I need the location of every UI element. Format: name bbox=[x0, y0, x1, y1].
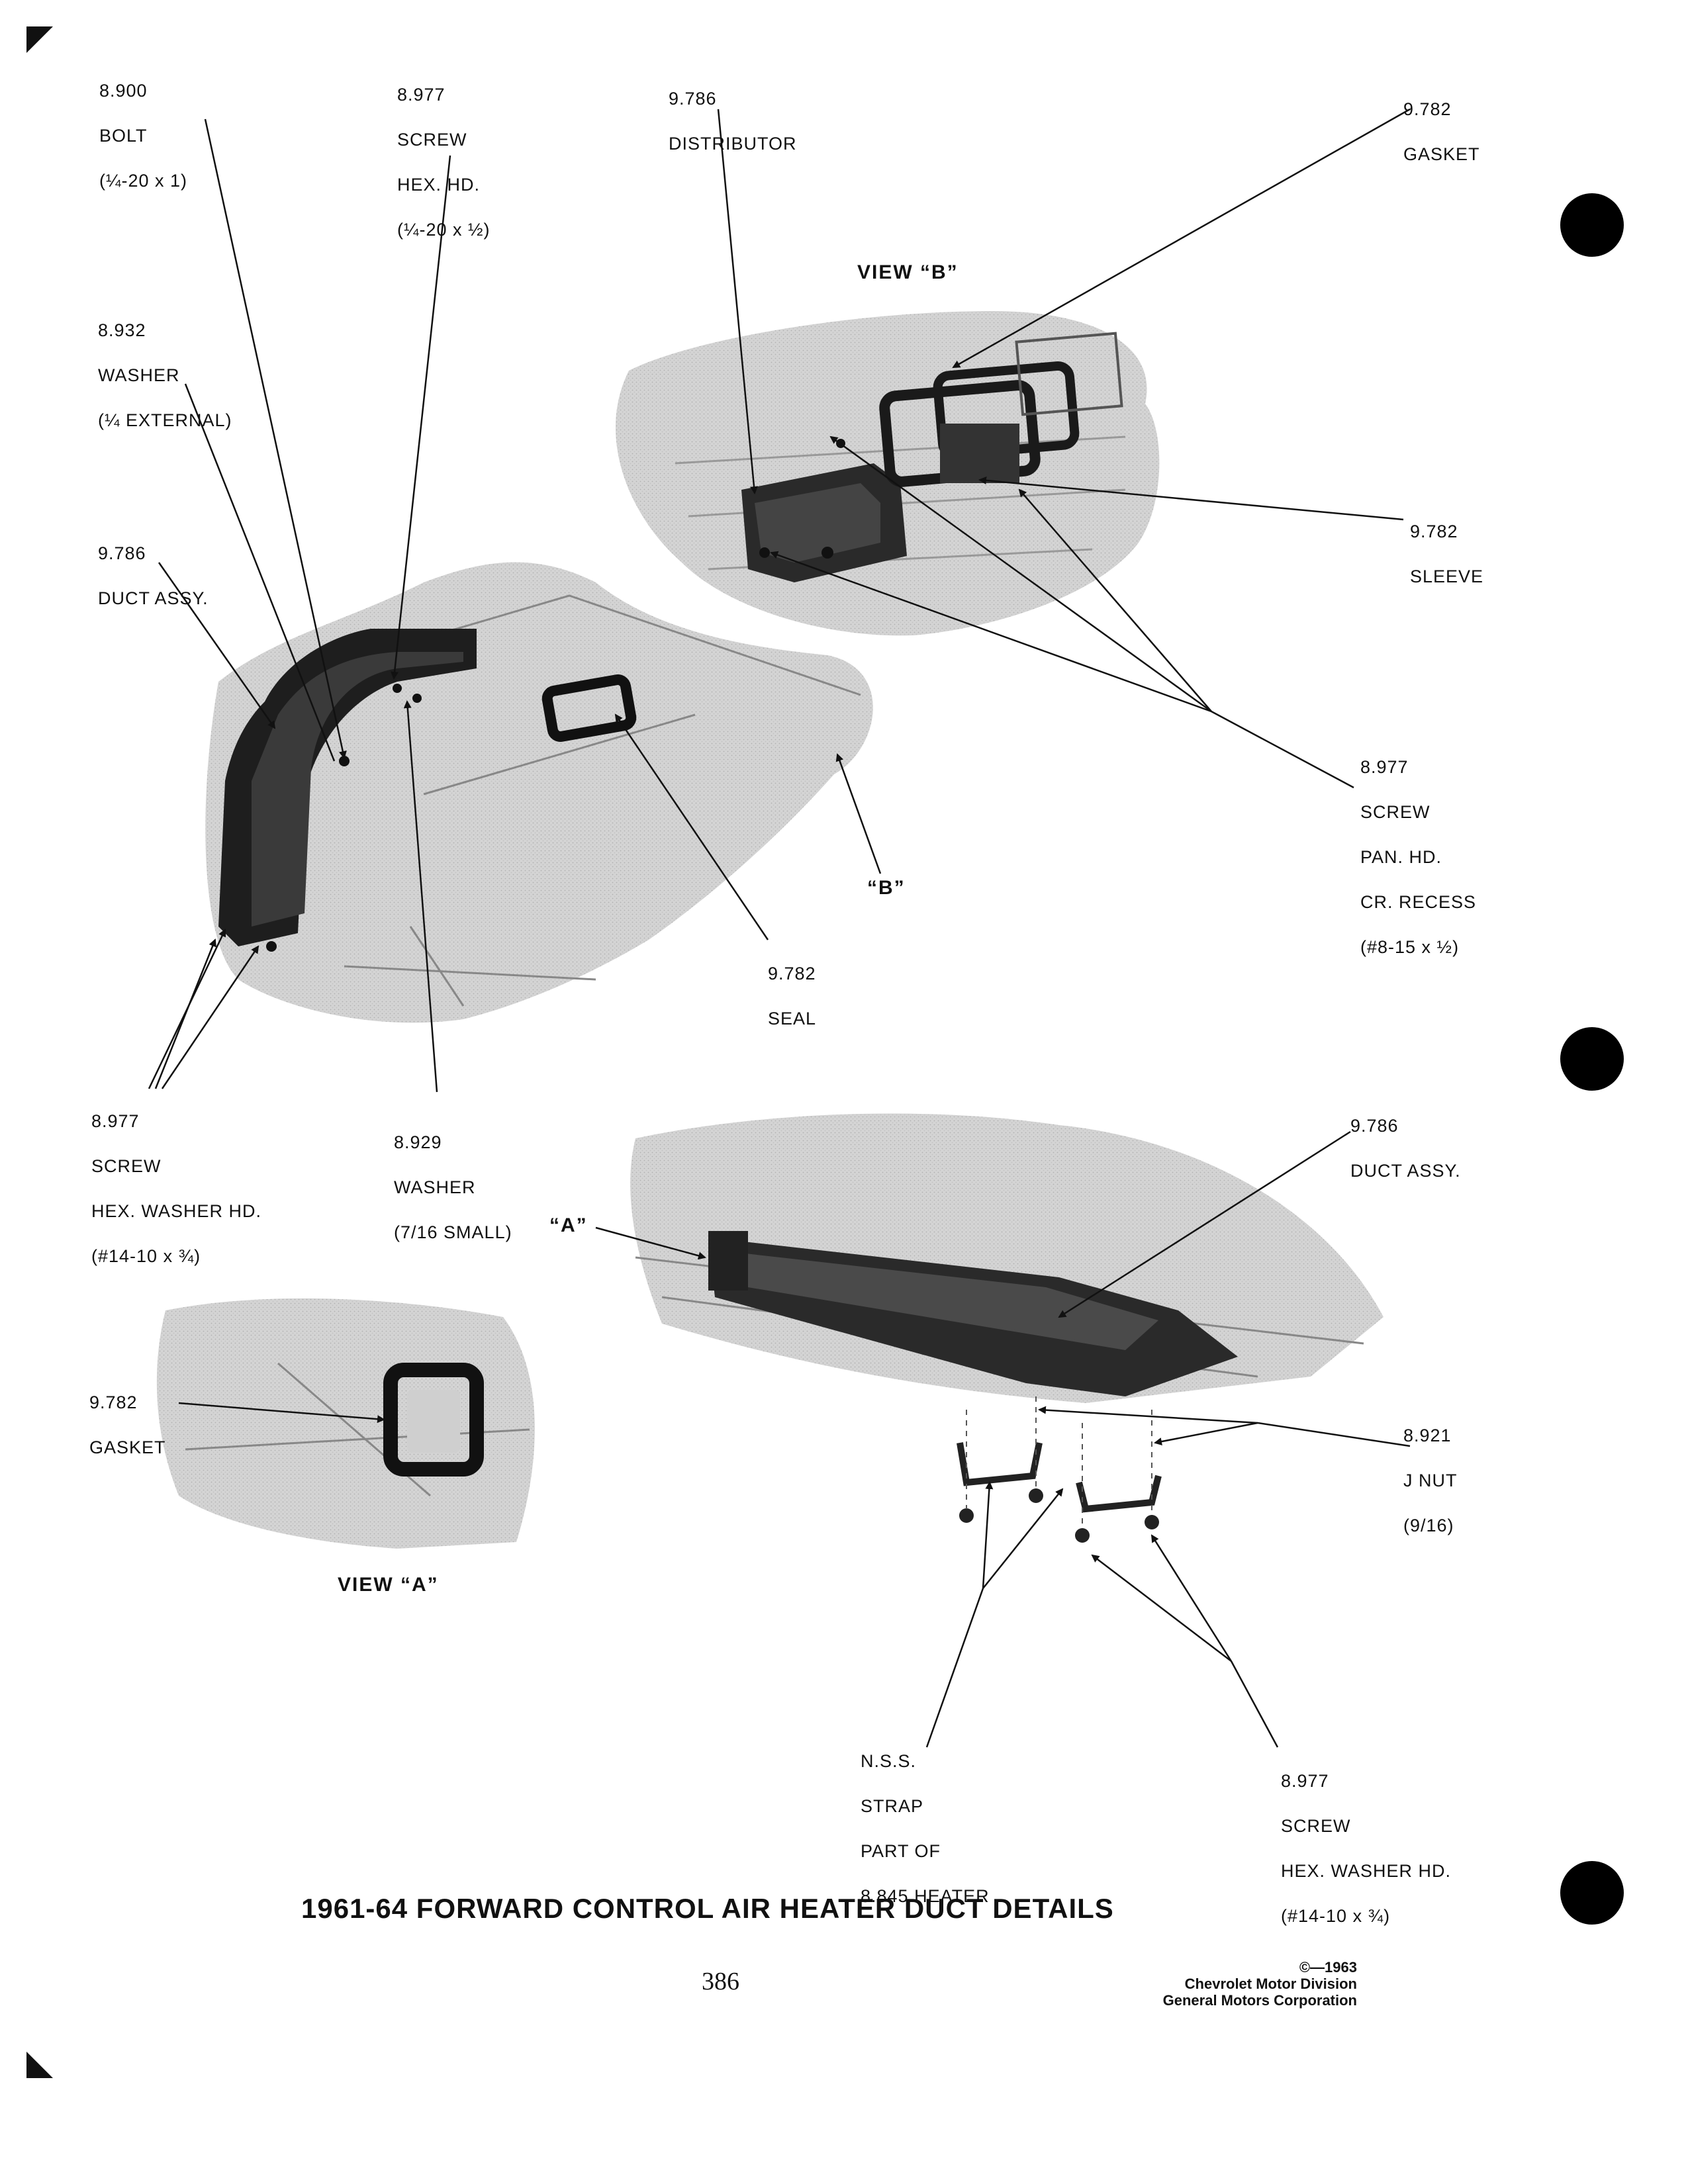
label-distributor-9786: 9.786 DISTRIBUTOR bbox=[669, 65, 797, 177]
duct-assembly-illustration bbox=[205, 562, 873, 1023]
label-seal-9782: 9.782 SEAL bbox=[768, 940, 816, 1052]
corner-mark-bottom bbox=[26, 2052, 53, 2078]
part-name: SEAL bbox=[768, 1009, 817, 1028]
part-code: 8.977 bbox=[1360, 757, 1409, 777]
part-name: J NUT bbox=[1403, 1471, 1458, 1490]
part-name: GASKET bbox=[1403, 144, 1480, 164]
part-spec: (7/16 SMALL) bbox=[394, 1222, 512, 1242]
part-detail: HEX. WASHER HD. bbox=[1281, 1861, 1452, 1881]
part-spec: (¼-20 x ½) bbox=[397, 220, 491, 240]
label-bolt-8900: 8.900 BOLT (¼-20 x 1) bbox=[99, 57, 187, 214]
part-code: N.S.S. bbox=[861, 1751, 917, 1771]
part-detail: 8.845 HEATER bbox=[861, 1886, 990, 1906]
label-screw-8977-hex-washer-left: 8.977 SCREW HEX. WASHER HD. (#14-10 x ¾) bbox=[91, 1087, 261, 1290]
part-name: WASHER bbox=[98, 365, 180, 385]
label-washer-8932: 8.932 WASHER (¼ EXTERNAL) bbox=[98, 296, 232, 454]
duct-underbody-illustration bbox=[630, 1113, 1383, 1543]
part-spec: (#14-10 x ¾) bbox=[91, 1246, 201, 1266]
label-screw-8977-hex-washer-right: 8.977 SCREW HEX. WASHER HD. (#14-10 x ¾) bbox=[1281, 1747, 1451, 1950]
view-b-caption: VIEW “B” bbox=[857, 261, 959, 283]
part-spec: (9/16) bbox=[1403, 1516, 1454, 1535]
part-code: 9.782 bbox=[1410, 522, 1458, 541]
label-duct-assy-9786-right: 9.786 DUCT ASSY. bbox=[1350, 1092, 1461, 1205]
part-code: 9.782 bbox=[1403, 99, 1452, 119]
part-spec: (#14-10 x ¾) bbox=[1281, 1906, 1391, 1926]
copyright-notice: ©—1963 Chevrolet Motor Division General … bbox=[1163, 1959, 1357, 2009]
part-name: DUCT ASSY. bbox=[1350, 1161, 1461, 1181]
label-duct-assy-9786-left: 9.786 DUCT ASSY. bbox=[98, 520, 209, 632]
copyright-corporation: General Motors Corporation bbox=[1162, 1992, 1357, 2009]
part-detail: PART OF bbox=[861, 1841, 941, 1861]
part-code: 8.977 bbox=[397, 85, 445, 105]
label-washer-8929: 8.929 WASHER (7/16 SMALL) bbox=[394, 1109, 512, 1266]
copyright-year: ©—1963 bbox=[1299, 1959, 1357, 1976]
page-title: 1961-64 FORWARD CONTROL AIR HEATER DUCT … bbox=[301, 1893, 1114, 1924]
part-name: GASKET bbox=[89, 1437, 166, 1457]
label-screw-8977-pan-hd: 8.977 SCREW PAN. HD. CR. RECESS (#8-15 x… bbox=[1360, 733, 1476, 981]
part-code: 9.786 bbox=[1350, 1116, 1399, 1136]
part-name: STRAP bbox=[861, 1796, 924, 1816]
part-code: 8.932 bbox=[98, 320, 146, 340]
view-a-caption: VIEW “A” bbox=[338, 1574, 439, 1596]
part-code: 9.786 bbox=[669, 89, 717, 109]
view-b-illustration bbox=[615, 311, 1160, 636]
part-spec: (#8-15 x ½) bbox=[1360, 937, 1460, 957]
page-number: 386 bbox=[702, 1968, 739, 1995]
part-detail: HEX. HD. bbox=[397, 175, 481, 195]
label-screw-8977-hex-hd: 8.977 SCREW HEX. HD. (¼-20 x ½) bbox=[397, 61, 491, 263]
part-name: DISTRIBUTOR bbox=[669, 134, 797, 154]
part-code: 8.900 bbox=[99, 81, 148, 101]
part-code: 9.786 bbox=[98, 543, 146, 563]
part-name: SCREW bbox=[91, 1156, 162, 1176]
part-name: DUCT ASSY. bbox=[98, 588, 209, 608]
label-j-nut-8921: 8.921 J NUT (9/16) bbox=[1403, 1402, 1458, 1559]
label-sleeve-9782: 9.782 SLEEVE bbox=[1410, 498, 1483, 610]
part-detail: PAN. HD. bbox=[1360, 847, 1442, 867]
label-gasket-9782-view-a: 9.782 GASKET bbox=[89, 1369, 166, 1481]
view-a-illustration bbox=[156, 1298, 535, 1549]
part-name: BOLT bbox=[99, 126, 148, 146]
part-spec: (¼-20 x 1) bbox=[99, 171, 188, 191]
part-detail: HEX. WASHER HD. bbox=[91, 1201, 262, 1221]
label-strap-nss: N.S.S. STRAP PART OF 8.845 HEATER bbox=[861, 1727, 990, 1930]
part-code: 8.929 bbox=[394, 1132, 442, 1152]
part-spec: (¼ EXTERNAL) bbox=[98, 410, 232, 430]
punch-hole-bottom bbox=[1560, 1861, 1624, 1925]
copyright-division: Chevrolet Motor Division bbox=[1184, 1976, 1357, 1992]
part-code: 9.782 bbox=[768, 964, 816, 983]
part-name: SCREW bbox=[1360, 802, 1430, 822]
part-detail: CR. RECESS bbox=[1360, 892, 1477, 912]
punch-hole-top bbox=[1560, 193, 1624, 257]
part-code: 8.977 bbox=[1281, 1771, 1329, 1791]
part-name: SCREW bbox=[397, 130, 467, 150]
part-name: SCREW bbox=[1281, 1816, 1351, 1836]
part-name: SLEEVE bbox=[1410, 567, 1484, 586]
punch-hole-middle bbox=[1560, 1027, 1624, 1091]
part-code: 9.782 bbox=[89, 1392, 138, 1412]
label-gasket-9782-top: 9.782 GASKET bbox=[1403, 75, 1480, 188]
leader-lines bbox=[148, 108, 1411, 1748]
part-code: 8.921 bbox=[1403, 1426, 1452, 1445]
corner-mark-top bbox=[26, 26, 53, 53]
part-name: WASHER bbox=[394, 1177, 476, 1197]
callout-a: “A” bbox=[549, 1214, 588, 1236]
callout-b: “B” bbox=[867, 877, 906, 899]
part-code: 8.977 bbox=[91, 1111, 140, 1131]
